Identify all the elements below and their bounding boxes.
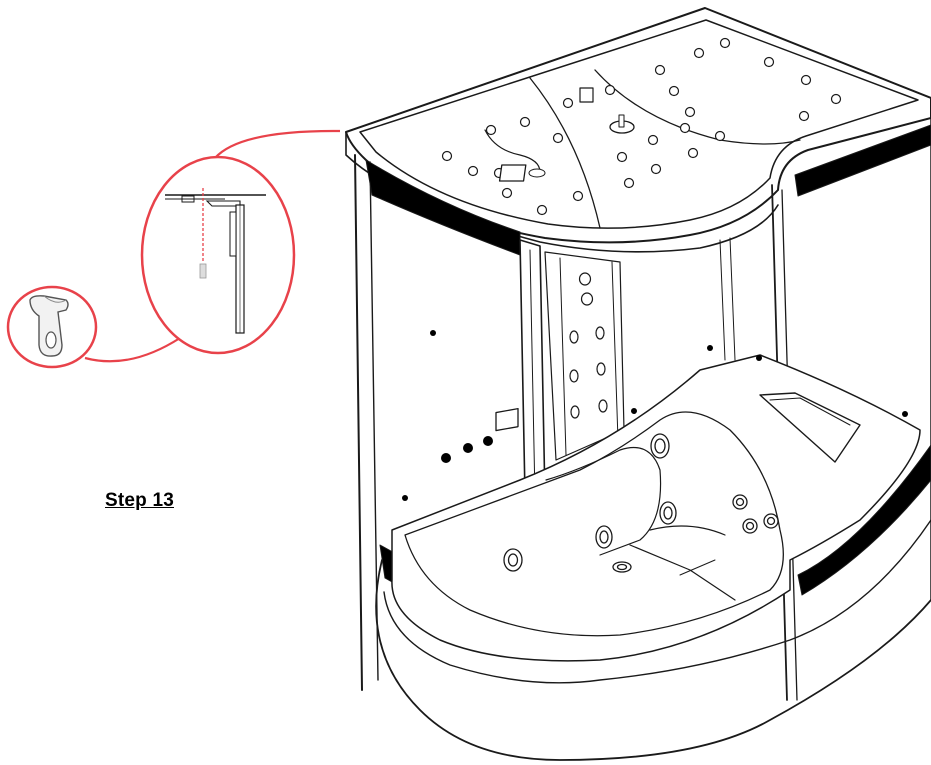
column-jets bbox=[569, 272, 608, 419]
wall-jets bbox=[402, 330, 908, 501]
callout-connectors bbox=[84, 129, 341, 363]
bracket-part-callout bbox=[6, 285, 98, 369]
step-label: Step 13 bbox=[105, 490, 174, 511]
headrest bbox=[759, 392, 861, 463]
bracket-part-icon bbox=[29, 295, 69, 357]
shower-cabin bbox=[345, 7, 931, 761]
screw-icon bbox=[199, 263, 207, 279]
tub-jets bbox=[503, 433, 779, 573]
connector-line-top bbox=[214, 129, 341, 159]
connector-line-bottom bbox=[84, 337, 181, 363]
bracket-detail-callout bbox=[140, 155, 296, 355]
